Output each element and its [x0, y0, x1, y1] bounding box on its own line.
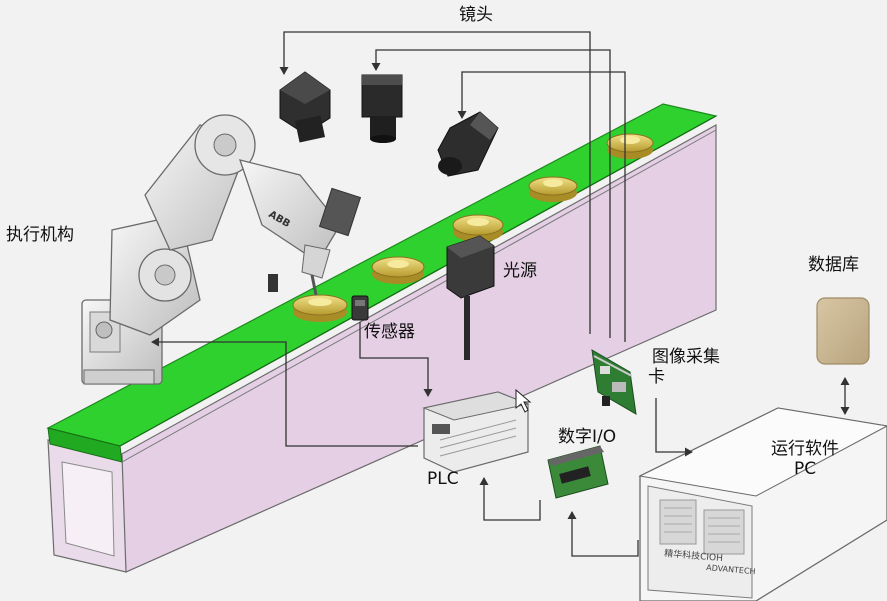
pc-face-text-right: ADVANTECH — [706, 563, 756, 576]
label-software-pc: 运行软件 PC — [762, 439, 848, 479]
plc-device — [422, 391, 530, 473]
label-light-source: 光源 — [503, 261, 537, 281]
arrow-io-plc — [479, 477, 541, 521]
workpiece — [606, 133, 654, 159]
arrow-lens-cam3 — [457, 71, 626, 342]
connection-arrows — [151, 31, 850, 557]
workpiece — [452, 214, 504, 242]
camera — [361, 74, 403, 143]
label-database: 数据库 — [808, 255, 859, 275]
image-capture-card — [591, 349, 637, 415]
sensor-small — [268, 274, 278, 292]
light-source — [446, 235, 495, 360]
workpiece — [292, 294, 348, 322]
workpiece — [528, 176, 578, 202]
sensor — [351, 295, 369, 321]
pc-chassis: 精华科技CIOH ADVANTECH — [638, 407, 887, 601]
label-software-pc-line1: 运行软件 — [771, 439, 839, 459]
label-capture-card-line1: 图像采集 — [652, 347, 720, 367]
label-lens: 镜头 — [459, 5, 493, 25]
camera — [437, 111, 499, 177]
arrow-plc-robot — [151, 337, 418, 447]
label-software-pc-line2: PC — [793, 458, 817, 479]
label-sensor: 传感器 — [364, 322, 415, 342]
label-actuator: 执行机构 — [6, 225, 74, 245]
arrow-pc-io — [567, 511, 639, 557]
mouse-cursor — [515, 388, 532, 413]
workpiece — [371, 256, 425, 284]
label-capture-card-line2: 卡 — [648, 366, 665, 387]
arrow-sensor-plc — [359, 322, 433, 397]
camera — [279, 71, 331, 143]
database-icon — [816, 297, 870, 365]
label-plc: PLC — [427, 469, 459, 489]
label-capture-card: 图像采集 卡 — [646, 347, 726, 387]
arrow-lens-cam2 — [371, 49, 611, 338]
robot-arm: ABB — [81, 114, 362, 385]
arrow-card-pc — [655, 398, 693, 457]
conveyor-end-opening — [61, 461, 115, 557]
arrow-lens-cam1 — [279, 31, 591, 334]
workpieces — [292, 133, 654, 322]
digital-io-board — [547, 445, 609, 499]
label-digital-io: 数字I/O — [558, 427, 617, 447]
